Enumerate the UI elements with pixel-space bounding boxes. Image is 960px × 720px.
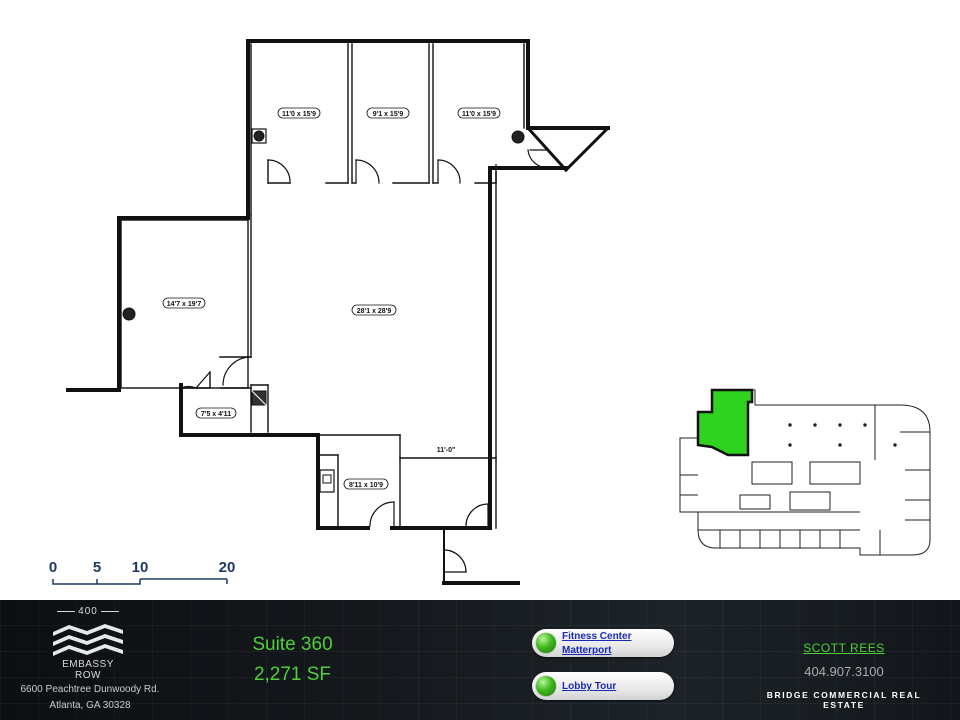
scale-label-0: 0: [49, 559, 57, 576]
scale-bar: 0 5 10 20: [49, 559, 236, 585]
agent-company: BRIDGE COMMERCIAL REAL ESTATE: [766, 690, 922, 710]
room-label-kitchen: 8'11 x 10'9: [349, 482, 383, 489]
green-dot-icon: [536, 633, 556, 653]
logo-name: EMBASSY ROW: [62, 659, 114, 681]
exterior-wall: [246, 39, 610, 220]
room-label-open-area: 28'1 x 28'9: [357, 308, 392, 315]
room-label-office-a: 11'0 x 15'9: [282, 111, 316, 118]
matterport-link[interactable]: Matterport: [562, 645, 612, 656]
footer-bar: [0, 600, 960, 720]
room-label-office-left: 14'7 x 19'7: [167, 301, 202, 308]
room-labels: 11'0 x 15'9 9'1 x 15'9 11'0 x 15'9 14'7 …: [162, 107, 501, 490]
scale-label-5: 5: [93, 559, 101, 576]
suite-area: 2,271 SF: [253, 664, 332, 685]
corridor-dimension: 11'-0": [437, 447, 456, 454]
room-label-closet: 7'5 x 4'11: [201, 411, 231, 418]
agent-phone: 404.907.3100: [804, 664, 884, 679]
floor-plan: 11'0 x 15'9 9'1 x 15'9 11'0 x 15'9 14'7 …: [49, 39, 931, 585]
suite-highlight: [696, 388, 754, 457]
room-label-office-b: 9'1 x 15'9: [373, 111, 404, 118]
green-dot-icon: [536, 676, 556, 696]
logo-waves-icon: [53, 624, 123, 656]
agent-name[interactable]: SCOTT REES: [803, 641, 885, 655]
fitness-center-link[interactable]: Fitness Center: [562, 631, 632, 642]
lobby-tour-link[interactable]: Lobby Tour: [562, 681, 617, 692]
logo-number: 400: [48, 606, 128, 617]
suite-name: Suite 360: [252, 634, 333, 655]
room-label-office-c: 11'0 x 15'9: [462, 111, 496, 118]
agent-block: SCOTT REES 404.907.3100 BRIDGE COMMERCIA…: [760, 641, 928, 710]
fitness-matterport-button[interactable]: Fitness Center Matterport: [532, 629, 674, 657]
address-line-2: Atlanta, GA 30328: [49, 700, 131, 711]
key-plan: [679, 388, 931, 556]
address-line-1: 6600 Peachtree Dunwoody Rd.: [20, 684, 160, 695]
embassy-row-logo: 400 EMBASSY ROW: [48, 606, 128, 681]
lobby-tour-button[interactable]: Lobby Tour: [532, 672, 674, 700]
scale-label-20: 20: [219, 559, 236, 576]
scale-label-10: 10: [132, 559, 149, 576]
